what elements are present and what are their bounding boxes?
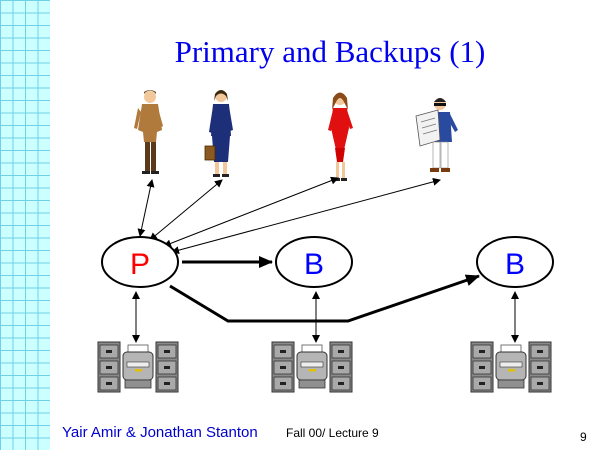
link-client-2 <box>149 179 223 241</box>
man-in-suit-icon <box>134 90 163 174</box>
backup-node-2-label: B <box>505 248 525 281</box>
primary-node-label: P <box>130 248 150 281</box>
footer-lecture: Fall 00/ Lecture 9 <box>286 426 379 440</box>
link-client-4 <box>171 177 441 255</box>
arrow-primary-to-backup-2 <box>169 274 480 323</box>
backup-node-1-label: B <box>304 248 324 281</box>
footer-authors: Yair Amir & Jonathan Stanton <box>62 424 258 441</box>
file-cabinet-icon <box>98 342 178 392</box>
link-client-1 <box>137 179 155 237</box>
grid-decoration <box>0 0 50 450</box>
woman-in-red-dress-icon <box>328 92 353 181</box>
primary-node: P <box>101 236 179 288</box>
file-cabinet-icon <box>272 342 352 392</box>
woman-with-briefcase-icon <box>204 90 233 177</box>
backup-node-2: B <box>476 236 554 288</box>
man-reading-newspaper-icon <box>415 98 458 172</box>
page-number: 9 <box>580 430 587 444</box>
backup-node-1: B <box>275 236 353 288</box>
link-client-3 <box>163 176 339 248</box>
file-cabinet-icon <box>471 342 551 392</box>
slide-title: Primary and Backups (1) <box>174 34 486 69</box>
